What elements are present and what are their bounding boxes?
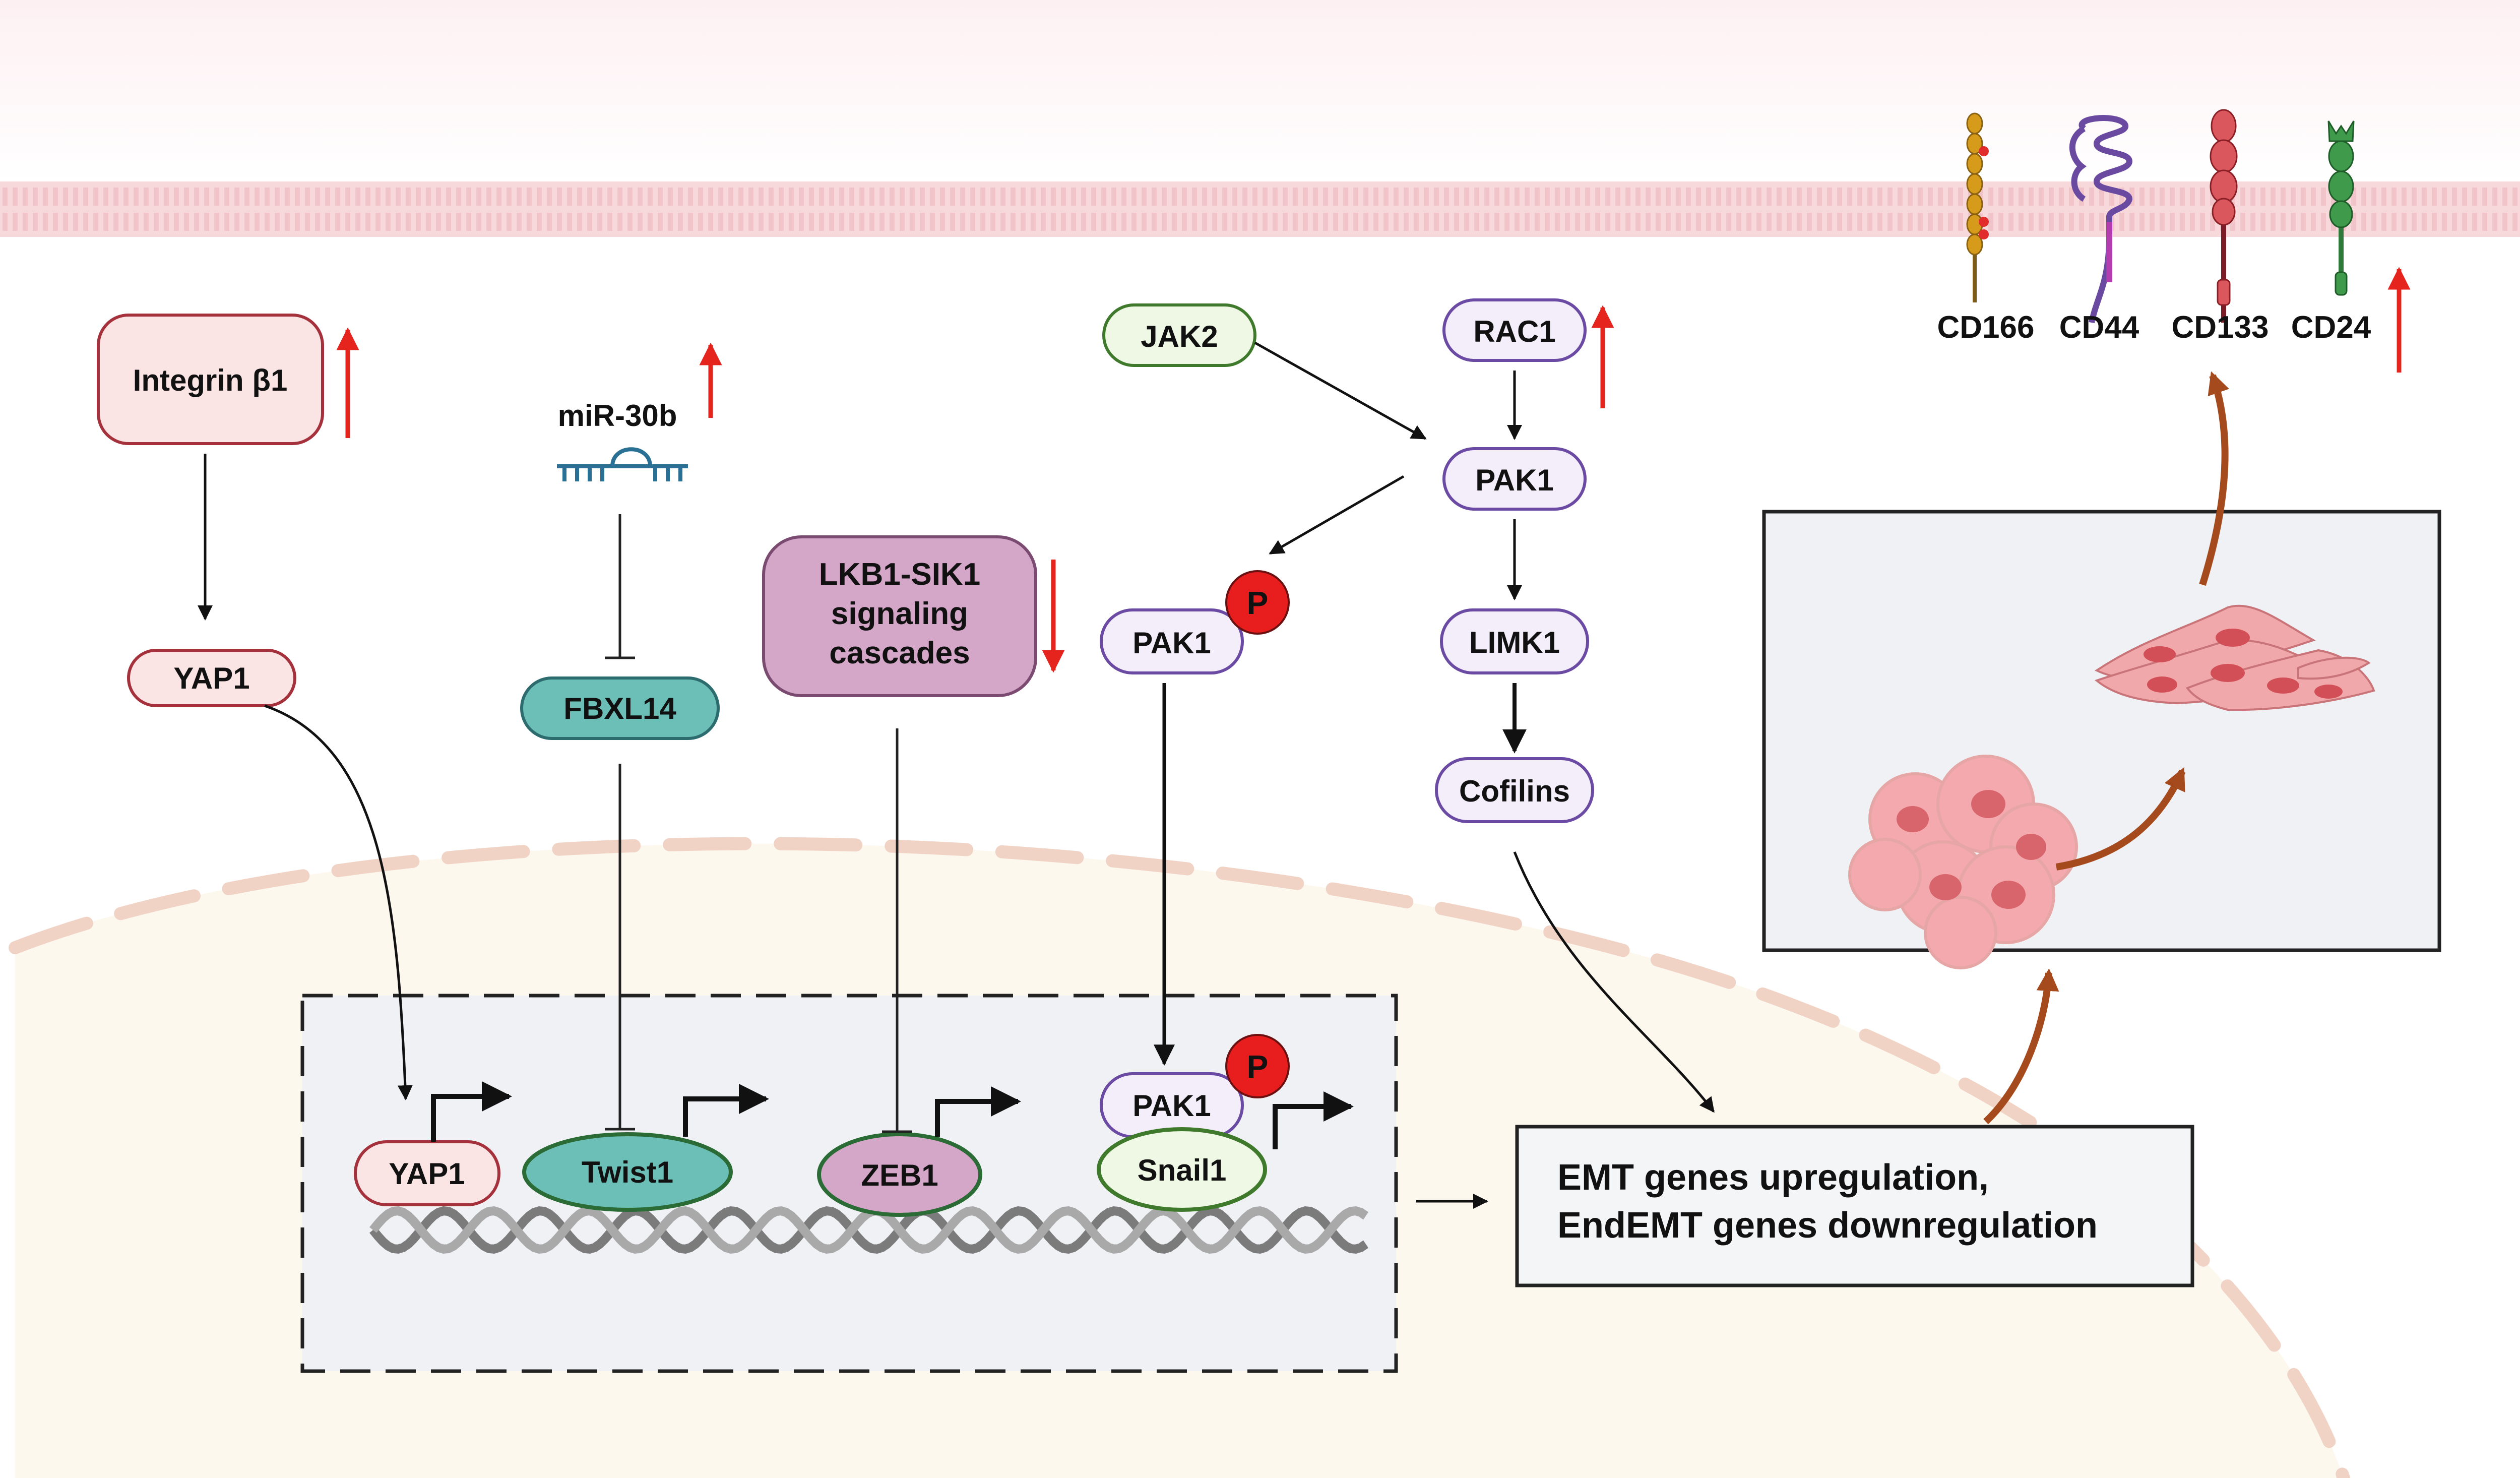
limk1-node: LIMK1 [1440, 608, 1589, 674]
inhibition-lines [605, 514, 912, 1133]
yap1-label: YAP1 [173, 661, 249, 695]
extracellular-band [0, 0, 2520, 181]
fbxl14-node: FBXL14 [520, 676, 720, 740]
jak2-label: JAK2 [1141, 320, 1218, 353]
jak2-node: JAK2 [1102, 303, 1256, 367]
outcome-box: EMT genes upregulation, EndEMT genes dow… [1515, 1125, 2194, 1287]
outcome-line2: EndEMT genes downregulation [1557, 1205, 2098, 1246]
integrin-label: Integrin β1 [133, 363, 288, 397]
yap1-nuclear-node: YAP1 [354, 1140, 500, 1206]
pak1-phospho-node: PAK1 P [1100, 570, 1290, 674]
cofilins-node: Cofilins [1435, 757, 1594, 823]
integrin-beta1-node: Integrin β1 [97, 314, 324, 445]
pathway-arrows [198, 341, 1715, 1209]
snail1-label: Snail1 [1138, 1153, 1227, 1187]
phospho-badge-nuclear-label: P [1247, 1049, 1269, 1085]
cd24-protein-icon [2327, 120, 2355, 296]
yap1-node: YAP1 [127, 649, 296, 707]
cd24-label: CD24 [2291, 310, 2371, 345]
fbxl14-label: FBXL14 [563, 692, 676, 725]
transcription-start-arrows [431, 1081, 1354, 1149]
cd133-protein-icon [2210, 109, 2238, 323]
pak1-nuclear-node: PAK1 P [1100, 1034, 1290, 1138]
rac1-label: RAC1 [1473, 315, 1555, 348]
cell-membrane [0, 181, 2520, 237]
phospho-badge-nuclear [1225, 1034, 1290, 1098]
snail1-node: Snail1 [1097, 1127, 1267, 1212]
lkb1-sik1-node: LKB1-SIK1 signaling cascades [762, 535, 1037, 697]
yap1-nuclear-label: YAP1 [389, 1157, 465, 1191]
cd133-label: CD133 [2172, 310, 2269, 345]
limk1-label: LIMK1 [1469, 626, 1560, 659]
zeb1-label: ZEB1 [861, 1158, 938, 1192]
pak1-label: PAK1 [1475, 463, 1554, 497]
outcome-line1: EMT genes upregulation, [1557, 1157, 1989, 1198]
phospho-badge [1225, 570, 1290, 635]
mir30b-label: miR-30b [558, 399, 677, 433]
marker-labels: CD166 CD44 CD133 CD24 [1937, 310, 2371, 345]
pak1-node: PAK1 [1442, 447, 1587, 511]
lkb1-label-line2: signaling [831, 596, 968, 631]
cd166-protein-icon [1966, 112, 1989, 302]
phospho-badge-label: P [1247, 585, 1269, 621]
cell-spheroid [1848, 755, 2078, 969]
progression-arrows [1983, 371, 2229, 1125]
cofilins-label: Cofilins [1459, 774, 1570, 808]
twist1-label: Twist1 [582, 1155, 673, 1189]
cd44-protein-icon [2069, 115, 2133, 324]
cd44-label: CD44 [2059, 310, 2139, 345]
pak1-phospho-label: PAK1 [1132, 626, 1211, 660]
pak1-nuclear-label: PAK1 [1132, 1089, 1211, 1123]
rac1-node: RAC1 [1442, 298, 1587, 362]
zeb1-node: ZEB1 [817, 1132, 982, 1217]
cd166-label: CD166 [1937, 310, 2035, 345]
twist1-node: Twist1 [522, 1132, 733, 1212]
mirna-icon [557, 447, 688, 481]
lkb1-label-line3: cascades [829, 636, 970, 670]
lkb1-label-line1: LKB1-SIK1 [819, 557, 980, 592]
mesenchymal-cells [2094, 604, 2375, 711]
